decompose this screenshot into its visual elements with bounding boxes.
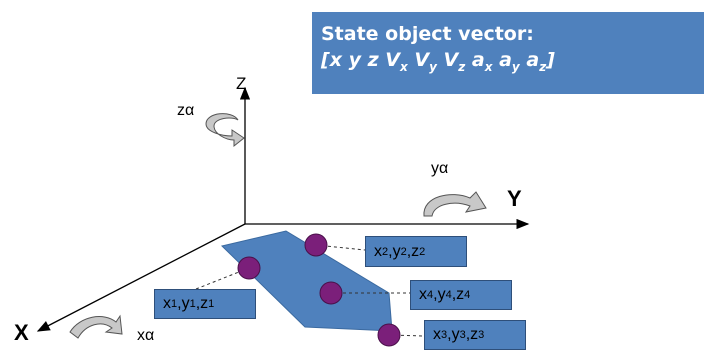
state-vector-formula: [x y z Vx Vy Vz ax ay az] bbox=[321, 47, 704, 80]
state-vector-components: x y z Vx Vy Vz ax ay az bbox=[329, 49, 547, 74]
vector-component: Vx bbox=[385, 49, 408, 74]
object-plate bbox=[220, 230, 393, 332]
point-p3 bbox=[377, 323, 401, 347]
x-axis-label: X bbox=[14, 320, 29, 345]
z-axis-label: Z bbox=[236, 74, 247, 93]
y-rotation-label: yα bbox=[431, 160, 449, 177]
vector-component: Vy bbox=[414, 49, 437, 74]
point-p2 bbox=[304, 233, 328, 257]
state-vector-panel: State object vector: [x y z Vx Vy Vz ax … bbox=[312, 12, 704, 94]
x-rotation-label: xα bbox=[137, 327, 155, 344]
y-axis-label: Y bbox=[507, 186, 522, 211]
vector-component: y bbox=[348, 49, 361, 71]
point-p4 bbox=[319, 281, 343, 305]
vector-component: ay bbox=[499, 49, 520, 74]
vector-component: Vz bbox=[443, 49, 466, 74]
vector-component: x bbox=[329, 49, 342, 71]
x-axis bbox=[36, 223, 246, 332]
vector-component: z bbox=[367, 49, 379, 71]
point-p1 bbox=[237, 256, 261, 280]
x-rotation-arrow-icon bbox=[69, 314, 123, 339]
z-rotation-label: zα bbox=[177, 102, 195, 119]
bracket-close: ] bbox=[546, 49, 555, 71]
vector-component: az bbox=[526, 49, 547, 74]
state-vector-title: State object vector: bbox=[321, 23, 534, 45]
bracket-open: [ bbox=[321, 49, 330, 71]
vector-component: ax bbox=[471, 49, 493, 74]
z-rotation-arrow-icon bbox=[205, 113, 245, 148]
y-rotation-arrow-icon bbox=[423, 191, 487, 217]
